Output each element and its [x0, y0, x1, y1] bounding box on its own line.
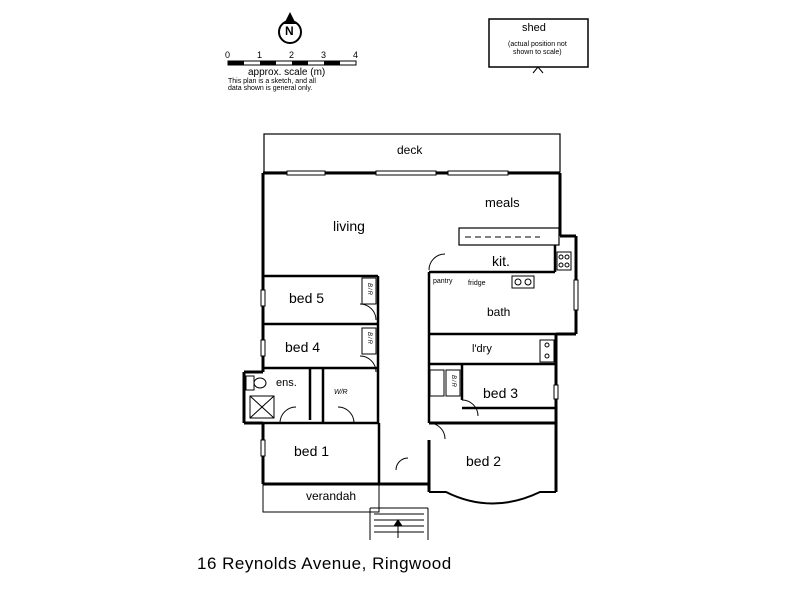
property-address: 16 Reynolds Avenue, Ringwood [197, 554, 452, 573]
scale-note-line2: data shown is general only. [228, 85, 313, 92]
sink-icon [511, 275, 535, 289]
room-label-bath: bath [487, 305, 511, 319]
room-label-kitchen: kit. [492, 253, 510, 269]
verandah-outline [262, 483, 380, 513]
bed2-bay-window [429, 491, 556, 505]
room-label-bed2: bed 2 [466, 453, 502, 469]
door-swings [279, 253, 479, 471]
scale-tick-2: 2 [289, 50, 295, 60]
room-label-deck: deck [397, 143, 423, 157]
scale-tick-4: 4 [353, 50, 359, 60]
toilet-icon [245, 375, 267, 391]
scale-tick-1: 1 [257, 50, 263, 60]
windows [260, 170, 579, 457]
room-label-pantry: pantry [433, 278, 453, 285]
room-label-living: living [333, 218, 365, 234]
entry-steps [369, 507, 429, 540]
shower-icon [249, 395, 275, 419]
compass-letter: N [285, 24, 294, 38]
room-label-bed3: bed 3 [483, 385, 519, 401]
shed-note-line2: shown to scale) [513, 49, 562, 56]
room-label-bed5: bed 5 [289, 290, 325, 306]
room-label-fridge: fridge [468, 280, 486, 287]
robe-label-bed5: B/R [366, 283, 372, 297]
room-label-verandah: verandah [306, 489, 357, 503]
scale-note-line1: This plan is a sketch, and all [228, 78, 316, 85]
shed-note-line1: (actual position not [508, 41, 567, 48]
scale-tick-3: 3 [321, 50, 327, 60]
interior-walls [263, 227, 560, 484]
robe-label-bed4: B/R [366, 332, 372, 346]
scale-label: approx. scale (m) [248, 67, 326, 78]
room-label-meals: meals [485, 195, 520, 210]
room-label-ensuite: ens. [276, 377, 297, 389]
scale-tick-0: 0 [225, 50, 231, 60]
cooktop-icon [556, 251, 572, 271]
shed-box [488, 18, 589, 74]
robes [361, 277, 461, 397]
room-label-wir: W/R [334, 389, 348, 396]
room-label-laundry: l'dry [472, 343, 492, 355]
scale-bar [227, 60, 357, 66]
laundry-appliance-icon [539, 339, 555, 363]
room-label-bed4: bed 4 [285, 339, 321, 355]
room-label-bed1: bed 1 [294, 443, 330, 459]
north-compass-icon [278, 12, 302, 44]
shed-title: shed [522, 22, 546, 34]
robe-label-bed3: B/R [450, 375, 456, 389]
